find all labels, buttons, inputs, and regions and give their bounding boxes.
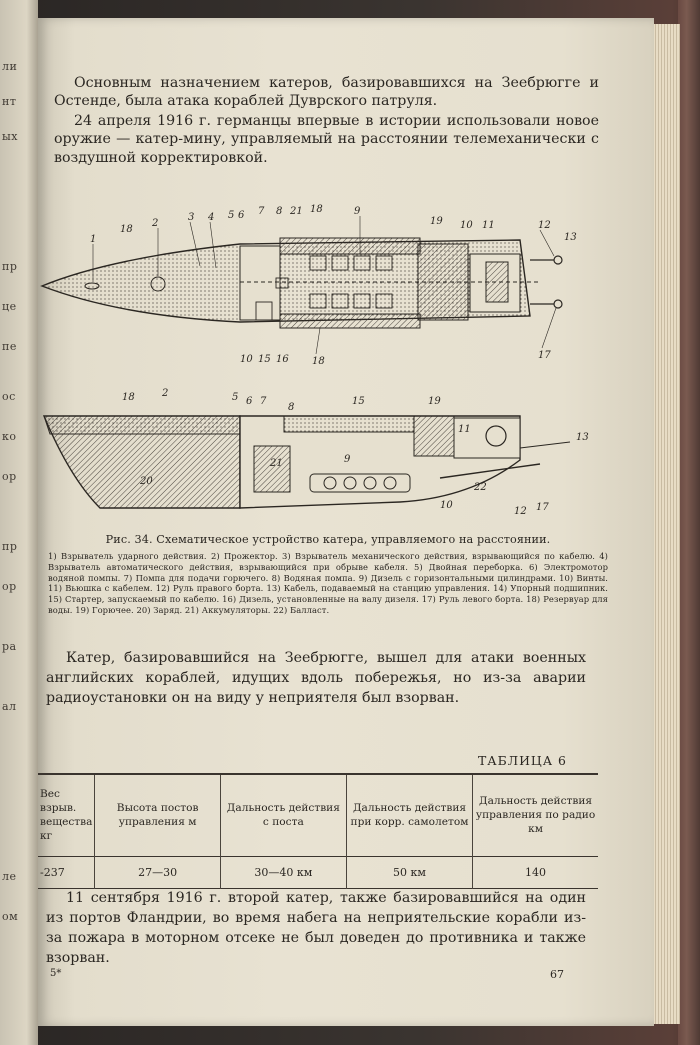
signature-mark: 5* (50, 968, 62, 979)
boat-top-view-diagram: 1 18 2 3 4 5 6 7 8 21 18 9 19 10 11 12 1… (40, 204, 577, 367)
table-header-row: Вес взрыв. вещества кг Высота постов упр… (38, 774, 598, 856)
body-paragraph-3: 11 сентября 1916 г. второй катер, также … (46, 888, 586, 968)
table-cell-range-post: 30—40 км (219, 856, 347, 888)
fig1-label-2: 2 (151, 218, 158, 229)
table-header-range-aircraft: Дальность действия при корр. самолетом (345, 774, 473, 856)
table-title: ТАБЛИЦА 6 (478, 753, 567, 768)
fig1-label-18a: 18 (120, 224, 133, 235)
facing-page: ли нт ых пр це пе ос ко ор пр ор ра ал л… (0, 0, 38, 1045)
fig2-label-12: 12 (514, 506, 527, 517)
fig2-label-19: 19 (428, 396, 441, 407)
fig2-label-22: 22 (473, 482, 487, 493)
fig1-label-16: 16 (276, 354, 289, 365)
fig1-label-4: 4 (207, 212, 214, 223)
intro-paragraph-2: 24 апреля 1916 г. германцы впервые в ист… (54, 112, 599, 166)
fig2-label-17: 17 (536, 502, 549, 513)
intro-text: Основным назначением катеров, базировавш… (54, 74, 599, 167)
page-edges (650, 24, 680, 1024)
body-paragraph-2-text: Катер, базировавшийся на Зеебрюгге, выше… (46, 650, 586, 706)
table-cell-post-height: 27—30 (94, 856, 221, 888)
page-number: 67 (550, 968, 564, 981)
figure-caption-title: Рис. 34. Схематическое устройство катера… (105, 533, 551, 546)
table-header-range-post: Дальность действия с поста (219, 774, 347, 856)
figure-caption: Рис. 34. Схематическое устройство катера… (48, 533, 608, 616)
table-row: -237 27—30 30—40 км 50 км 140 (38, 856, 598, 888)
book-spine-edge (678, 0, 700, 1045)
fig1-label-9: 9 (354, 206, 361, 217)
fig1-label-7: 7 (258, 206, 265, 217)
fig1-label-1: 1 (90, 234, 96, 245)
boat-side-view-diagram: 18 2 5 6 7 8 15 19 11 13 21 9 20 22 10 1… (42, 388, 589, 517)
fig2-label-11: 11 (458, 424, 471, 435)
body-paragraph-2: Катер, базировавшийся на Зеебрюгге, выше… (46, 648, 586, 708)
fig1-label-17: 17 (538, 350, 551, 361)
intro-paragraph-1: Основным назначением катеров, базировавш… (54, 75, 599, 110)
fig2-label-7: 7 (260, 396, 267, 407)
fig2-label-18: 18 (122, 392, 135, 403)
table-header-post-height: Высота постов управления м (94, 774, 221, 856)
fig2-label-21: 21 (269, 458, 283, 469)
book-page: Основным назначением катеров, базировавш… (38, 18, 654, 1026)
fig1-label-5: 5 (228, 210, 234, 221)
fig2-label-20: 20 (139, 476, 153, 487)
fig1-label-12: 12 (538, 220, 551, 231)
fig2-label-8: 8 (288, 402, 294, 413)
fig1-label-8: 8 (276, 206, 282, 217)
table-header-range-radio: Дальность действия управления по радио к… (472, 774, 598, 856)
fig1-label-10: 10 (460, 220, 473, 231)
table-header-weight: Вес взрыв. вещества кг (40, 788, 93, 843)
fig2-label-9: 9 (344, 454, 351, 465)
data-table: Вес взрыв. вещества кг Высота постов упр… (38, 773, 598, 889)
figure-caption-legend: 1) Взрыватель ударного действия. 2) Прож… (48, 551, 608, 615)
body-paragraph-3-text: 11 сентября 1916 г. второй катер, также … (46, 890, 586, 966)
fig1-label-13: 13 (564, 232, 577, 243)
fig1-label-3: 3 (188, 212, 194, 223)
fig2-label-13: 13 (576, 432, 589, 443)
table-cell-weight: -237 (40, 865, 65, 879)
fig2-label-6: 6 (246, 396, 253, 407)
fig2-label-15: 15 (352, 396, 365, 407)
fig2-label-5: 5 (232, 392, 238, 403)
fig2-label-2: 2 (161, 388, 168, 399)
table-cell-range-radio: 140 (472, 856, 598, 888)
fig1-label-21: 21 (289, 206, 303, 217)
fig2-label-10: 10 (440, 500, 453, 511)
fig1-label-10b: 10 (240, 354, 253, 365)
fig1-label-15: 15 (258, 354, 271, 365)
fig1-label-6: 6 (238, 210, 245, 221)
fig1-label-11: 11 (482, 220, 495, 231)
fig1-label-19: 19 (430, 216, 443, 227)
table-cell-range-aircraft: 50 км (345, 856, 473, 888)
fig1-label-18b: 18 (310, 204, 323, 215)
fig1-label-18c: 18 (312, 356, 325, 367)
